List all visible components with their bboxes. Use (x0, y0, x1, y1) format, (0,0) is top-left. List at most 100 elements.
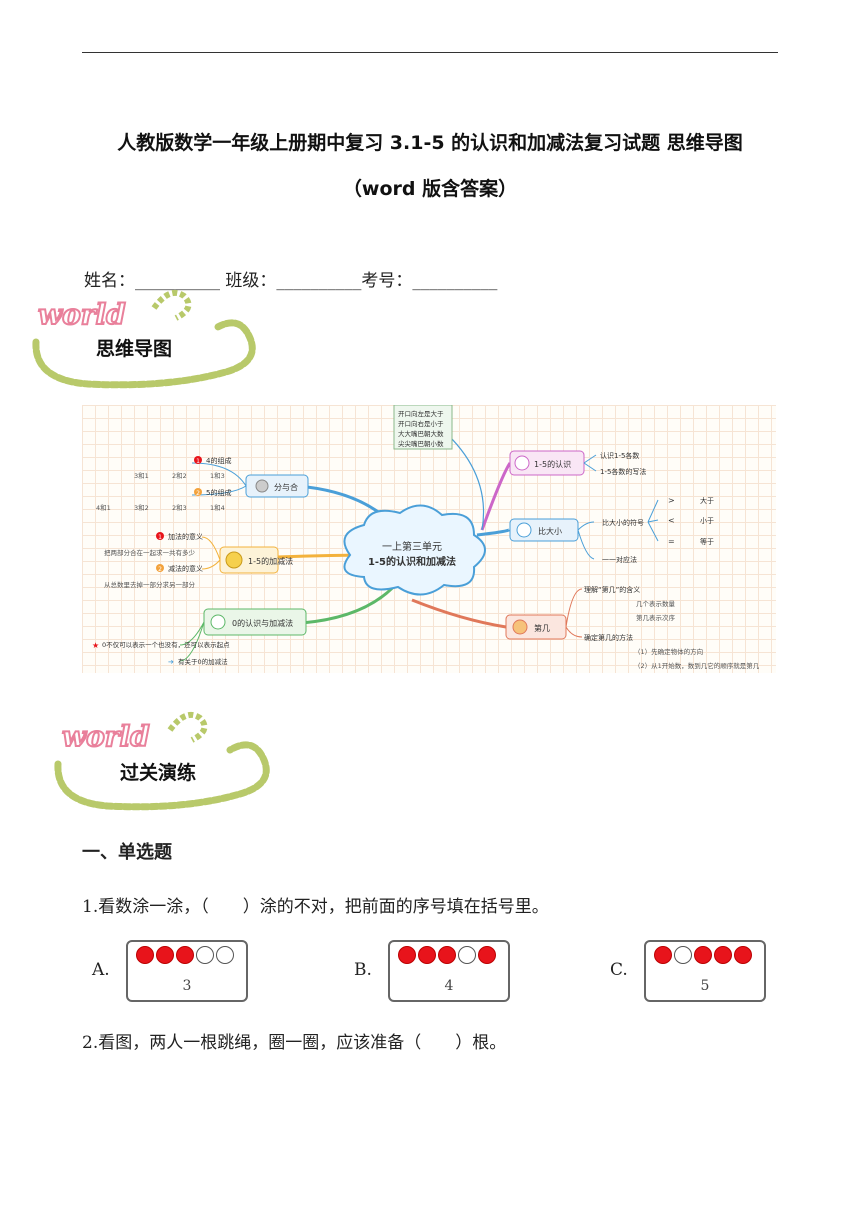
white-bead (458, 946, 476, 964)
symbol-meaning: 小于 (700, 516, 714, 525)
split-pair: 2和3 (172, 503, 187, 512)
symbol: = (668, 537, 675, 546)
bead-row (654, 946, 752, 964)
branch-item: 确定第几的方法 (584, 633, 633, 642)
card-number: 5 (700, 978, 710, 994)
badge-label: 过关演练 (120, 762, 197, 784)
center-line2: 1-5的认识和加减法 (368, 555, 456, 568)
section-badge-mindmap: world 思维导图 (28, 284, 268, 396)
symbol-meaning: 等于 (700, 537, 714, 546)
rabbit-icon (514, 455, 530, 471)
bead-card: 4 (388, 940, 510, 1002)
branch-order: 第几 理解“第几”的含义 几个表示数量 第几表示次序 确定第几的方法 （1）先确… (505, 585, 760, 670)
branch-item: 4的组成 (206, 456, 231, 465)
svg-text:world: world (62, 720, 150, 753)
badge-label: 思维导图 (96, 338, 173, 360)
svg-text:world: world (38, 298, 126, 331)
red-bead (694, 946, 712, 964)
white-bead (674, 946, 692, 964)
branch-item: 1-5各数的写法 (600, 467, 646, 476)
branch-item: 认识1-5各数 (600, 451, 639, 460)
document-subtitle: （word 版含答案） (342, 178, 518, 200)
branch-split: 分与合 1 4的组成 3和1 2和2 1和3 2 5的组成 4和1 3和2 2和… (96, 456, 309, 512)
split-pair: 3和1 (134, 471, 149, 480)
symbol: < (668, 516, 675, 525)
card-number: 4 (444, 978, 454, 994)
koala-icon (516, 522, 532, 538)
bird-icon (255, 479, 269, 493)
branch-subitem: 从总数里去掉一部分求另一部分 (104, 580, 196, 589)
branch-subitem: 几个表示数量 (636, 599, 676, 608)
top-note-line: 尖尖嘴巴朝小数 (398, 439, 444, 448)
split-pair: 2和2 (172, 471, 187, 480)
center-line1: 一上第三单元 (382, 540, 442, 553)
giraffe-icon (210, 614, 226, 630)
option-letter: C. (610, 960, 628, 980)
mind-map-center-node: 一上第三单元 1-5的认识和加减法 (343, 504, 486, 596)
red-bead (438, 946, 456, 964)
symbol-meaning: 大于 (700, 496, 714, 505)
branch-subitem: （2）从1开始数，数到几它的顺序就是第几 (634, 661, 760, 670)
option-letter: B. (354, 960, 372, 980)
arrow-icon: ➔ (168, 658, 174, 666)
top-note-line: 开口向右是小于 (398, 419, 444, 428)
branch-item: 有关于0的加减法 (178, 657, 228, 666)
mind-map-figure: 一上第三单元 1-5的认识和加减法 开口向左是大于 开口向右是小于 大大嘴巴朝大… (82, 405, 776, 673)
branch-label: 1-5的加减法 (248, 556, 293, 566)
red-bead (714, 946, 732, 964)
step-badge: 2 (196, 490, 200, 497)
branch-item: 0不仅可以表示一个也没有，还可以表示起点 (102, 640, 230, 649)
branch-compare: 比大小 比大小的符号 一一对应法 > < = 大于 小于 等于 (509, 496, 714, 564)
split-pair: 3和2 (134, 503, 149, 512)
student-info-line: 姓名：__________ 班级：__________考号：__________ (84, 271, 498, 291)
branch-addsub: 1-5的加减法 1 加法的意义 把两部分合在一起求一共有多少 2 减法的意义 从… (104, 532, 293, 589)
card-number: 3 (182, 978, 192, 994)
branch-label: 0的认识与加减法 (232, 618, 293, 628)
bead-card: 5 (644, 940, 766, 1002)
branch-item: 减法的意义 (168, 564, 203, 573)
branch-label: 比大小 (538, 526, 562, 536)
option-letter: A. (92, 960, 110, 980)
white-bead (216, 946, 234, 964)
branch-item: 加法的意义 (168, 532, 203, 541)
split-pair: 1和3 (210, 471, 225, 480)
world-badge-icon: world (54, 712, 270, 811)
bead-row (136, 946, 234, 964)
bead-card: 3 (126, 940, 248, 1002)
white-bead (196, 946, 214, 964)
section-badge-practice: world 过关演练 (52, 706, 282, 818)
step-badge: 1 (196, 458, 200, 465)
bee-icon (225, 551, 243, 569)
branch-label: 第几 (534, 623, 550, 633)
document-title: 人教版数学一年级上册期中复习 3.1-5 的认识和加减法复习试题 思维导图 (117, 132, 743, 154)
red-bead (176, 946, 194, 964)
branch-subitem: 第几表示次序 (636, 613, 676, 622)
top-note: 开口向左是大于 开口向右是小于 大大嘴巴朝大数 尖尖嘴巴朝小数 (393, 405, 453, 450)
red-bead (478, 946, 496, 964)
question-2: 2.看图，两人一根跳绳，圈一圈，应该准备（ ）根。 (82, 1033, 507, 1053)
red-bead (654, 946, 672, 964)
branch-zero: 0的认识与加减法 ★ 0不仅可以表示一个也没有，还可以表示起点 ➔ 有关于0的加… (92, 608, 307, 666)
branch-label: 分与合 (274, 482, 298, 492)
red-bead (398, 946, 416, 964)
step-badge: 1 (158, 534, 162, 541)
branch-subitem: （1）先确定物体的方向 (634, 647, 703, 656)
bead-row (398, 946, 496, 964)
branch-subitem: 把两部分合在一起求一共有多少 (104, 548, 196, 557)
branch-item: 比大小的符号 (602, 518, 644, 527)
step-badge: 2 (158, 566, 162, 573)
split-pair: 1和4 (210, 503, 225, 512)
star-icon: ★ (92, 641, 99, 650)
question-1: 1.看数涂一涂，（ ）涂的不对，把前面的序号填在括号里。 (82, 897, 549, 917)
branch-item: 理解“第几”的含义 (584, 585, 640, 594)
red-bead (418, 946, 436, 964)
world-badge-icon: world (32, 290, 256, 389)
branch-item: 一一对应法 (602, 555, 637, 564)
section-heading: 一、单选题 (82, 842, 172, 863)
branch-item: 5的组成 (206, 488, 231, 497)
top-note-line: 大大嘴巴朝大数 (398, 429, 444, 438)
fox-icon (512, 619, 528, 635)
header-rule (82, 52, 778, 53)
top-note-line: 开口向左是大于 (398, 409, 444, 418)
split-pair: 4和1 (96, 503, 111, 512)
